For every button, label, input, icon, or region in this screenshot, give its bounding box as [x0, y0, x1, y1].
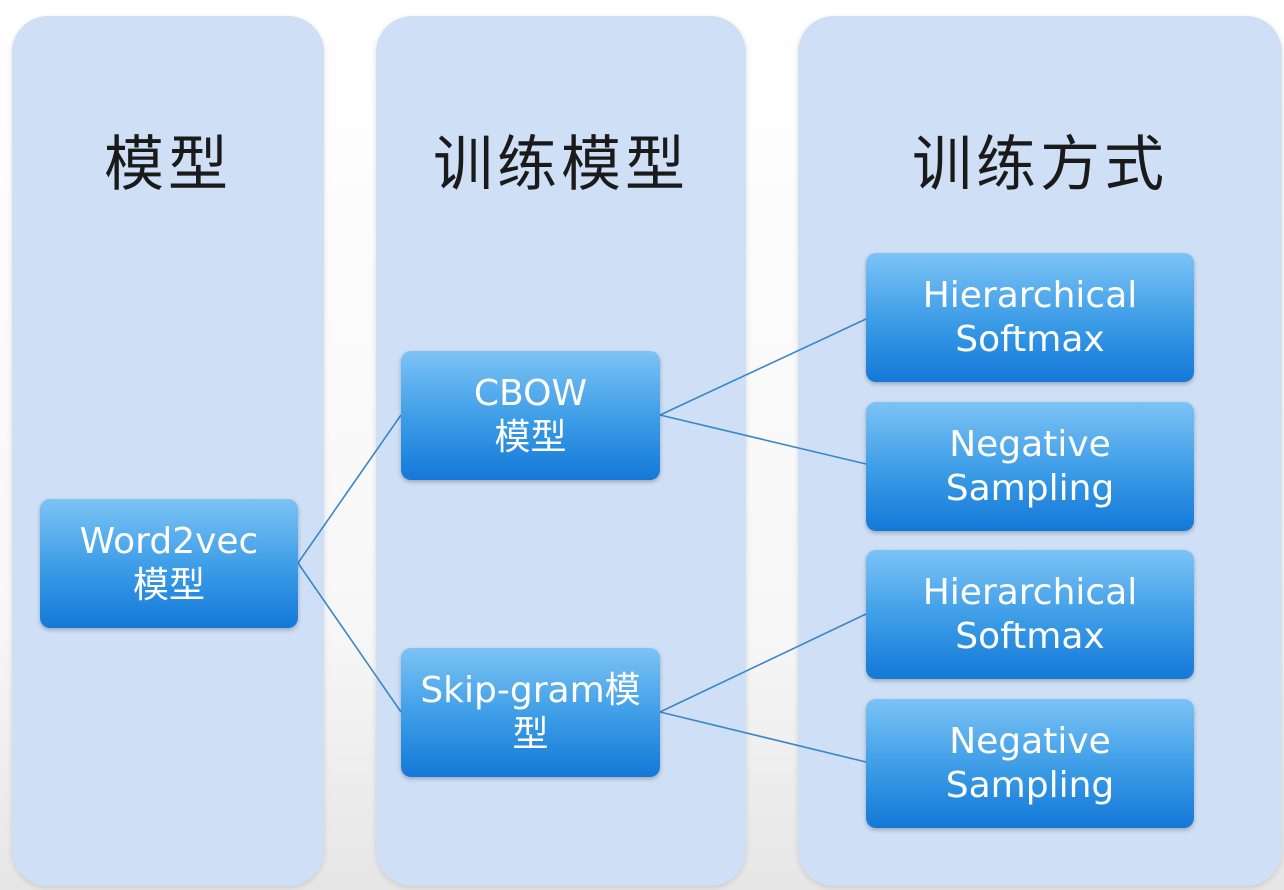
- skipgram-hs-line1: Hierarchical: [922, 571, 1138, 613]
- cbow-node-line1: CBOW: [473, 372, 588, 414]
- skipgram-hierarchical-softmax-node: Hierarchical Softmax: [866, 550, 1194, 679]
- training-model-column-title: 训练模型: [433, 130, 689, 200]
- cbow-hs-line1: Hierarchical: [922, 274, 1138, 316]
- cbow-hierarchical-softmax-node: Hierarchical Softmax: [866, 253, 1194, 382]
- cbow-ns-line2: Sampling: [945, 467, 1115, 509]
- skipgram-ns-line2: Sampling: [945, 764, 1115, 806]
- model-column: 模型: [12, 16, 324, 886]
- cbow-hs-line2: Softmax: [955, 318, 1105, 360]
- skipgram-node: Skip-gram模 型: [401, 648, 660, 777]
- model-column-title: 模型: [104, 130, 232, 200]
- skipgram-negative-sampling-node: Negative Sampling: [866, 699, 1194, 828]
- word2vec-node-line1: Word2vec: [79, 520, 259, 562]
- cbow-ns-line1: Negative: [949, 423, 1111, 465]
- skipgram-node-line2: 型: [512, 713, 549, 755]
- word2vec-node: Word2vec 模型: [40, 499, 298, 628]
- word2vec-node-line2: 模型: [132, 564, 205, 606]
- skipgram-node-line1: Skip-gram模: [420, 669, 641, 711]
- cbow-negative-sampling-node: Negative Sampling: [866, 402, 1194, 531]
- training-method-column-title: 训练方式: [912, 130, 1168, 200]
- cbow-node-line2: 模型: [494, 416, 567, 458]
- skipgram-ns-line1: Negative: [949, 720, 1111, 762]
- skipgram-hs-line2: Softmax: [955, 615, 1105, 657]
- cbow-node: CBOW 模型: [401, 351, 660, 480]
